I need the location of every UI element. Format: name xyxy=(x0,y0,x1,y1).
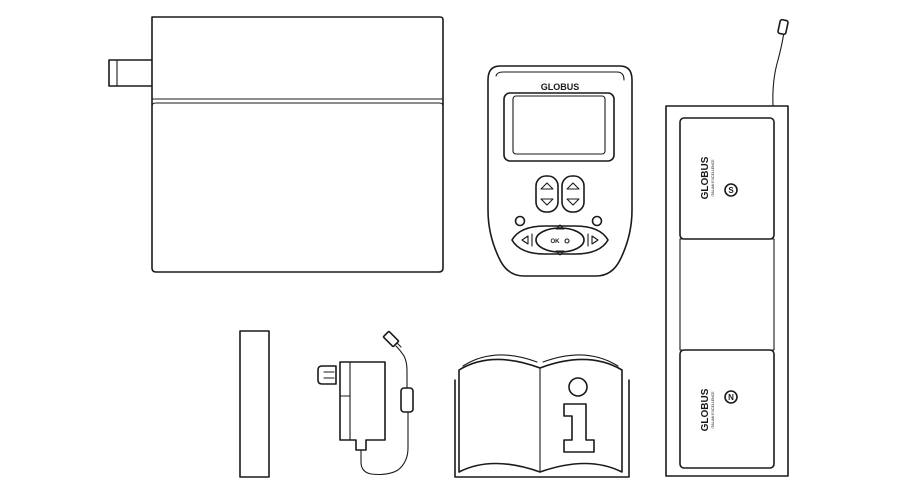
device-screen xyxy=(512,95,606,155)
adapter-ferrite xyxy=(400,387,414,413)
adapter-plug-prongs xyxy=(317,365,337,385)
pole-n-badge xyxy=(724,390,738,404)
adapter-cord-lower xyxy=(360,411,409,476)
pad-section-n xyxy=(679,349,775,469)
carry-case-icon xyxy=(108,16,444,273)
info-icon xyxy=(563,377,595,453)
info-stem xyxy=(563,403,595,453)
left-adjust-button xyxy=(535,175,559,213)
right-aux-button xyxy=(591,215,603,227)
strap-body xyxy=(239,330,270,478)
pole-n-label: N xyxy=(728,393,734,402)
magnetic-pad-icon: GLOBUS ITALIAN EXCELLENCE S GLOBUS ITALI… xyxy=(665,18,789,477)
pad-tagline-top: ITALIAN EXCELLENCE xyxy=(711,159,715,197)
left-aux-button xyxy=(514,215,526,227)
device-bezel xyxy=(503,92,615,162)
pad-brand-top: GLOBUS xyxy=(700,156,711,199)
case-body xyxy=(151,16,444,273)
manual-book-icon xyxy=(454,354,630,478)
pad-cable xyxy=(772,31,785,107)
stimulator-device-icon: GLOBUS OK xyxy=(487,65,633,277)
pad-cable-plug xyxy=(777,18,789,36)
ok-button-label: OK xyxy=(551,239,561,245)
cable-wrap-icon xyxy=(239,330,270,478)
info-dot xyxy=(568,377,588,397)
pad-brand-bottom: GLOBUS xyxy=(700,388,711,431)
case-flap-lip xyxy=(151,102,444,107)
ok-button xyxy=(535,227,585,253)
power-adapter-icon xyxy=(317,330,414,476)
case-tab xyxy=(108,59,154,87)
device-brand-label: GLOBUS xyxy=(541,82,580,92)
pad-section-s xyxy=(679,117,775,240)
adapter-cord-upper xyxy=(395,345,408,389)
pad-tagline-bottom: ITALIAN EXCELLENCE xyxy=(711,391,715,429)
pole-s-badge xyxy=(724,183,738,197)
right-adjust-button xyxy=(561,175,585,213)
pole-s-label: S xyxy=(728,186,734,195)
adapter-body xyxy=(339,361,386,451)
adapter-jack xyxy=(382,330,400,348)
